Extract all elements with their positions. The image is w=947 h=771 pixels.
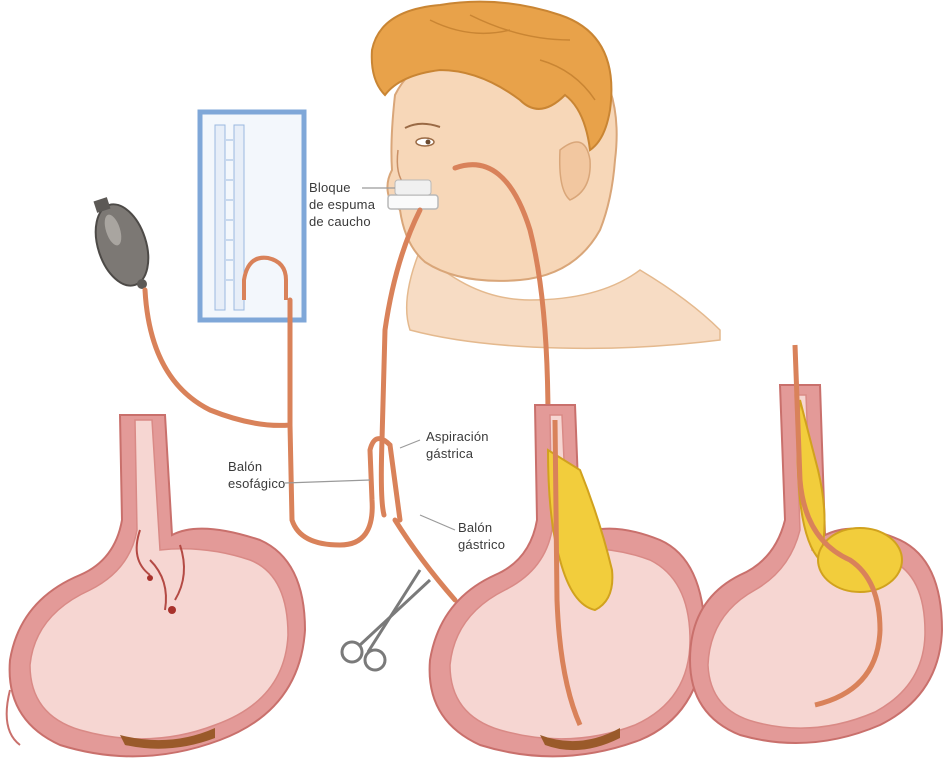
label-foam-block: Bloque de espuma de caucho [309,179,375,230]
manometer-icon [200,112,304,320]
inflation-bulb-icon [86,197,158,292]
label-esophageal-balloon: Balón esofágico [228,458,285,492]
stomach-right [690,345,942,743]
label-gastric-aspiration: Aspiración gástrica [426,428,489,462]
label-gastric-balloon: Balón gástrico [458,519,505,553]
scissors-icon [342,570,430,670]
patient-head [372,2,720,349]
